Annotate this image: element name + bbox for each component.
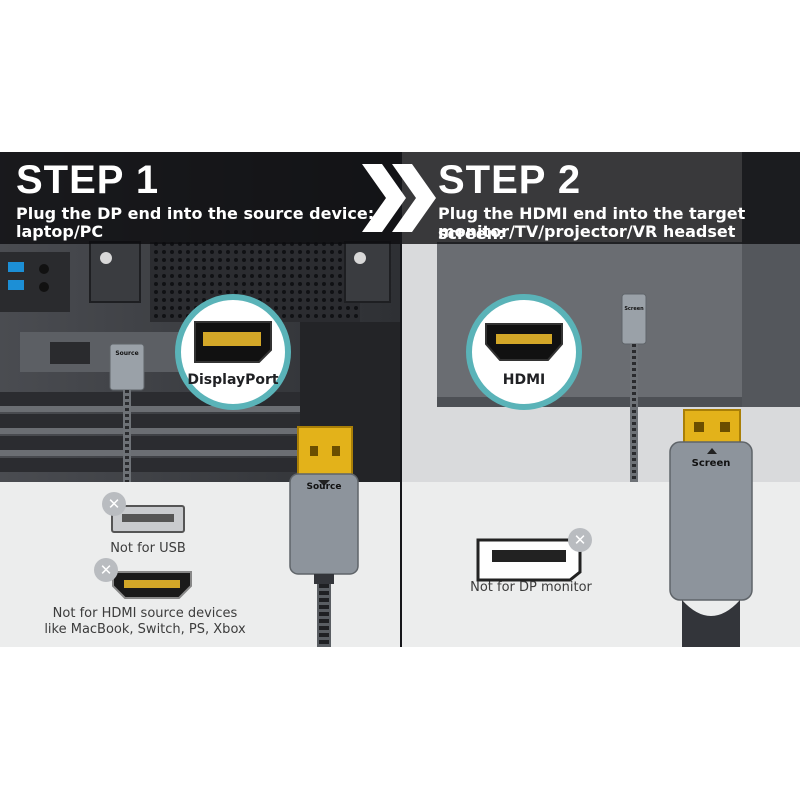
small-hdmi-plug-label: Screen <box>624 306 644 312</box>
x-circle-icon: ✕ <box>94 558 118 582</box>
step2-description-line2: monitor/TV/projector/VR headset <box>438 222 736 241</box>
monitor-illustration <box>402 152 800 647</box>
hdmi-label: HDMI <box>502 372 546 388</box>
step1-header <box>0 152 400 244</box>
step2-title: STEP 2 <box>438 158 582 202</box>
step1-description-line2: laptop/PC <box>16 222 104 241</box>
displayport-port-icon <box>194 321 272 363</box>
panel-divider <box>400 152 402 647</box>
x-circle-icon: ✕ <box>102 492 126 516</box>
x-circle-icon: ✕ <box>568 528 592 552</box>
hdmi-plug-label: Screen <box>691 458 731 469</box>
hdmi-badge: HDMI <box>466 294 582 410</box>
step1-description-line1: Plug the DP end into the source device: <box>16 204 375 223</box>
small-dp-plug-label: Source <box>115 350 139 357</box>
product-infographic: STEP 1 Plug the DP end into the source d… <box>0 152 800 647</box>
hdmi-port-icon <box>485 323 563 361</box>
hdmi-source-caption-line2: like MacBook, Switch, PS, Xbox <box>44 622 246 637</box>
step1-title: STEP 1 <box>16 158 160 202</box>
usb-caption: Not for USB <box>110 541 186 556</box>
dp-monitor-caption: Not for DP monitor <box>470 580 592 595</box>
step2-description-line1: Plug the HDMI end into the target screen… <box>438 204 746 243</box>
displayport-badge: DisplayPort <box>175 294 291 410</box>
double-chevron-right-icon <box>362 164 436 232</box>
dp-plug-label: Source <box>306 482 342 492</box>
hdmi-source-caption-line1: Not for HDMI source devices <box>52 606 238 621</box>
step2-header <box>402 152 800 244</box>
displayport-label: DisplayPort <box>187 372 279 388</box>
